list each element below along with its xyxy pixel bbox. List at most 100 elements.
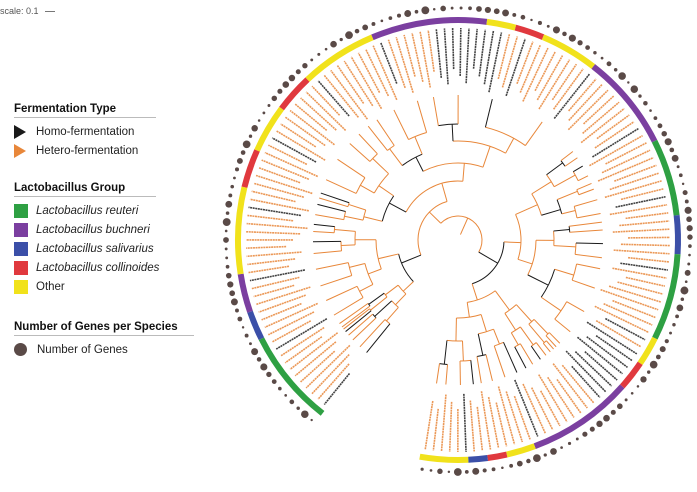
gene-dot bbox=[330, 40, 337, 48]
tip-label bbox=[586, 336, 628, 368]
tip-label bbox=[552, 68, 584, 110]
branch bbox=[317, 203, 346, 212]
gene-dot bbox=[459, 6, 463, 10]
ring-segment bbox=[279, 77, 310, 111]
gene-dot bbox=[659, 346, 666, 353]
gene-dot bbox=[237, 316, 243, 322]
branch bbox=[315, 262, 349, 270]
ring-segment bbox=[541, 34, 596, 69]
gene-dot bbox=[684, 199, 689, 204]
gene-dot-icon bbox=[14, 343, 27, 356]
gene-dot bbox=[537, 20, 542, 25]
tip-label bbox=[432, 408, 440, 451]
gene-dot bbox=[618, 72, 626, 80]
branch bbox=[359, 283, 374, 292]
tip-label bbox=[620, 262, 668, 271]
tip-label bbox=[365, 48, 390, 97]
gene-dot bbox=[688, 253, 691, 257]
tip-label bbox=[576, 336, 623, 375]
gene-dot bbox=[672, 323, 676, 327]
gene-dot bbox=[530, 18, 533, 22]
tip-label bbox=[625, 212, 669, 220]
gene-dot bbox=[396, 13, 402, 18]
branch bbox=[402, 281, 414, 292]
branch-arc bbox=[452, 140, 506, 154]
branch bbox=[572, 165, 583, 173]
gene-dot bbox=[627, 81, 630, 84]
branch bbox=[470, 360, 474, 385]
gene-dot bbox=[577, 40, 583, 46]
branch bbox=[343, 308, 370, 330]
gene-dot bbox=[491, 467, 496, 472]
tip-label bbox=[419, 31, 432, 88]
gene-dot bbox=[225, 264, 230, 269]
gene-dot bbox=[230, 184, 235, 189]
branch bbox=[564, 157, 578, 167]
ring-segment bbox=[514, 24, 545, 40]
tip-label bbox=[271, 320, 312, 343]
branch-arc bbox=[568, 226, 571, 233]
gene-dot bbox=[271, 379, 277, 384]
branch-arc bbox=[478, 328, 494, 335]
tip-label bbox=[628, 256, 669, 263]
tip-label bbox=[451, 28, 455, 70]
branch bbox=[415, 156, 424, 172]
branch bbox=[459, 217, 469, 235]
tip-label bbox=[411, 32, 424, 83]
branch bbox=[515, 304, 533, 322]
gene-dot bbox=[575, 437, 579, 441]
gene-dot bbox=[257, 119, 261, 122]
gene-dot bbox=[256, 357, 262, 362]
gene-dot bbox=[640, 376, 647, 383]
tip-label bbox=[604, 180, 662, 199]
tip-label bbox=[472, 28, 478, 69]
branch bbox=[530, 345, 541, 360]
gene-dot bbox=[669, 147, 675, 153]
legend-item-genes: Number of Genes bbox=[14, 340, 194, 359]
branch bbox=[540, 296, 562, 312]
branch bbox=[416, 100, 428, 133]
tip-label bbox=[289, 332, 339, 371]
branch bbox=[349, 143, 371, 162]
tip-label bbox=[246, 251, 302, 258]
ring-segment bbox=[419, 453, 469, 463]
gene-dot bbox=[476, 6, 482, 12]
tip-label bbox=[561, 364, 595, 404]
branch bbox=[527, 274, 549, 286]
branch bbox=[389, 202, 407, 213]
tip-label bbox=[530, 387, 554, 431]
tip-label bbox=[582, 101, 620, 134]
branch bbox=[528, 323, 545, 343]
branch bbox=[571, 279, 595, 289]
tip-label bbox=[586, 321, 638, 355]
gene-dot bbox=[235, 308, 239, 313]
tip-label bbox=[255, 174, 313, 195]
legend-item-hetero: Hetero-fermentation bbox=[14, 141, 156, 160]
legend-label-genes: Number of Genes bbox=[37, 343, 128, 356]
ring-segment bbox=[486, 18, 517, 31]
legend-label-other: Other bbox=[36, 280, 65, 293]
gene-dot bbox=[684, 280, 688, 284]
tip-label bbox=[480, 391, 492, 450]
branch bbox=[569, 221, 602, 227]
gene-dot bbox=[533, 454, 541, 463]
branch bbox=[576, 182, 592, 191]
tip-label bbox=[275, 130, 326, 161]
branch-arc bbox=[373, 173, 389, 194]
branch bbox=[478, 251, 498, 264]
branch-arc bbox=[405, 180, 463, 213]
tip-label bbox=[497, 386, 516, 445]
branch-arc bbox=[422, 162, 484, 172]
tip-label bbox=[294, 341, 337, 377]
gene-dot bbox=[636, 385, 640, 388]
tip-label bbox=[247, 214, 294, 222]
gene-dot bbox=[684, 206, 692, 214]
branch bbox=[386, 307, 399, 322]
tip-label bbox=[551, 63, 578, 101]
tip-label bbox=[501, 36, 519, 88]
gene-dot bbox=[589, 426, 595, 432]
branch bbox=[339, 302, 369, 324]
ring-segment bbox=[673, 214, 681, 255]
gene-dot bbox=[509, 463, 514, 468]
gene-dot bbox=[224, 229, 228, 233]
